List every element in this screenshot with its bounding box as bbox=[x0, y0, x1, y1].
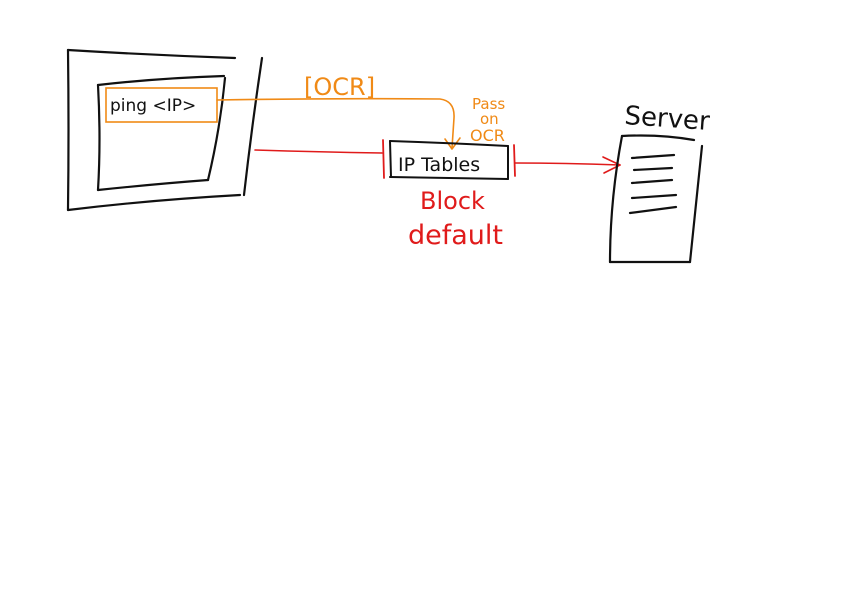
ocr-label: [OCR] bbox=[304, 73, 375, 101]
command-box bbox=[105, 87, 218, 123]
client-frame-left bbox=[66, 48, 70, 212]
iptables-right-marker bbox=[513, 144, 516, 177]
server-box-top bbox=[620, 134, 696, 142]
client-frame-right bbox=[242, 56, 264, 197]
client-frame-bottom bbox=[66, 193, 242, 212]
server-line-3 bbox=[630, 178, 674, 185]
client-screen-top bbox=[96, 74, 226, 87]
default-label: default bbox=[408, 220, 503, 251]
server-box bbox=[608, 134, 704, 264]
iptables-box bbox=[389, 140, 509, 180]
command-label: ping <IP> bbox=[110, 96, 196, 116]
pass-label-line3: OCR bbox=[470, 126, 505, 145]
iptables-box-bottom bbox=[389, 176, 509, 180]
server-box-left bbox=[608, 134, 624, 264]
client-screen-right bbox=[206, 76, 227, 182]
ocr-path bbox=[216, 97, 455, 149]
iptables-box-top bbox=[389, 140, 509, 147]
server-arrowhead bbox=[602, 156, 621, 174]
client-screen-bottom bbox=[96, 178, 210, 192]
client-frame-top bbox=[66, 48, 237, 60]
client-screen-left bbox=[96, 83, 101, 192]
server-line-1 bbox=[630, 153, 676, 160]
iptables-to-server-line bbox=[514, 162, 621, 166]
iptables-label: IP Tables bbox=[398, 154, 480, 176]
block-label: Block bbox=[420, 187, 485, 215]
server-line-2 bbox=[632, 166, 674, 172]
pass-label-line2: on bbox=[480, 110, 499, 128]
server-box-right bbox=[688, 144, 704, 264]
iptables-left-marker bbox=[382, 139, 385, 179]
iptables-box-left bbox=[389, 140, 392, 178]
client-to-iptables-line bbox=[254, 149, 383, 154]
client-computer bbox=[66, 48, 264, 212]
server-line-5 bbox=[628, 205, 678, 215]
server-line-4 bbox=[630, 193, 678, 200]
pass-label-line1: Pass bbox=[472, 95, 505, 113]
iptables-to-server-connector bbox=[514, 156, 621, 174]
server-label: Server bbox=[624, 101, 711, 137]
